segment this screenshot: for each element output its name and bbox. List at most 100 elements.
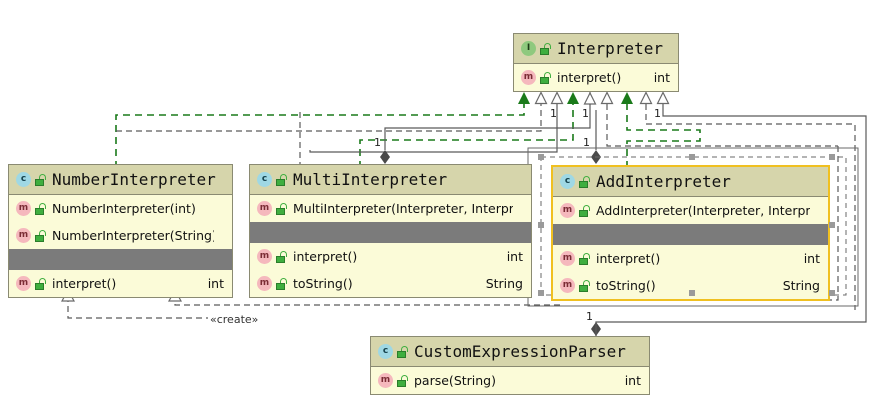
class-name-add-interpreter: AddInterpreter <box>596 172 731 191</box>
member-row[interactable]: m interpret() int <box>553 245 828 272</box>
create-stereotype-label: «create» <box>208 313 261 326</box>
member-row[interactable]: m AddInterpreter(Interpreter, Interprete… <box>553 197 828 224</box>
member-section-custom-expression-parser-methods: m parse(String) int <box>371 367 649 394</box>
method-icon: m <box>257 249 272 264</box>
class-header-custom-expression-parser: c CustomExpressionParser <box>371 337 649 367</box>
member-type: int <box>506 249 523 264</box>
member-section-number-interpreter-ctors: m NumberInterpreter(int) m NumberInterpr… <box>9 195 232 249</box>
member-name: toString() <box>293 276 353 291</box>
public-unlock-icon <box>579 204 590 217</box>
member-section-number-interpreter-methods: m interpret() int <box>9 270 232 297</box>
method-icon: m <box>16 228 31 243</box>
member-type: int <box>207 276 224 291</box>
multiplicity-label-add-top: 1 <box>583 136 590 149</box>
public-unlock-icon <box>579 175 590 188</box>
member-name: interpret() <box>293 249 358 264</box>
class-box-number-interpreter[interactable]: c NumberInterpreter m NumberInterpreter(… <box>8 164 233 298</box>
class-name-multi-interpreter: MultiInterpreter <box>293 170 448 189</box>
class-box-multi-interpreter[interactable]: c MultiInterpreter m MultiInterpreter(In… <box>249 164 532 298</box>
class-icon: c <box>257 172 272 187</box>
public-unlock-icon <box>276 250 287 263</box>
class-name-number-interpreter: NumberInterpreter <box>52 170 216 189</box>
multiplicity-label-1: 1 <box>550 107 557 120</box>
class-icon: c <box>16 172 31 187</box>
method-icon: m <box>560 251 575 266</box>
selection-handle-nw[interactable] <box>538 154 544 160</box>
member-row[interactable]: m toString() String <box>250 270 531 297</box>
member-name: NumberInterpreter(int) <box>52 201 196 216</box>
selection-handle-sw[interactable] <box>538 290 544 296</box>
public-unlock-icon <box>35 229 46 242</box>
section-divider-band <box>250 222 531 243</box>
public-unlock-icon <box>579 279 590 292</box>
class-name-custom-expression-parser: CustomExpressionParser <box>414 342 626 361</box>
edge-dependency-interpreter-a[interactable] <box>116 91 548 132</box>
section-divider-band <box>553 224 828 245</box>
selection-handle-n[interactable] <box>689 154 695 160</box>
method-icon: m <box>16 201 31 216</box>
public-unlock-icon <box>276 173 287 186</box>
multiplicity-label-2: 1 <box>582 107 589 120</box>
section-divider-band <box>9 249 232 270</box>
class-header-multi-interpreter: c MultiInterpreter <box>250 165 531 195</box>
member-row[interactable]: m parse(String) int <box>371 367 649 394</box>
member-row[interactable]: m interpret() int <box>514 64 678 91</box>
member-row[interactable]: m toString() String <box>553 272 828 299</box>
member-section-add-interpreter-methods: m interpret() int m toString() String <box>553 245 828 299</box>
edge-dependency-interpreter-c[interactable] <box>600 91 839 147</box>
class-icon: c <box>560 174 575 189</box>
method-icon: m <box>560 203 575 218</box>
selection-handle-e[interactable] <box>829 222 835 228</box>
member-name: interpret() <box>596 251 661 266</box>
edge-composition-multi-interpreter[interactable] <box>380 91 597 164</box>
public-unlock-icon <box>276 277 287 290</box>
member-row[interactable]: m NumberInterpreter(int) <box>9 195 232 222</box>
selection-handle-s[interactable] <box>689 290 695 296</box>
member-section-multi-interpreter-ctors: m MultiInterpreter(Interpreter, Interpre… <box>250 195 531 222</box>
edge-realize-number-interpreter[interactable] <box>115 92 530 168</box>
member-row[interactable]: m interpret() int <box>9 270 232 297</box>
member-name: AddInterpreter(Interpreter, Interpreter) <box>596 203 810 218</box>
member-type: int <box>803 251 820 266</box>
edge-dependency-interpreter-d[interactable] <box>639 91 856 311</box>
method-icon: m <box>378 373 393 388</box>
member-name: NumberInterpreter(String) <box>52 228 214 243</box>
member-type: int <box>624 373 641 388</box>
method-icon: m <box>560 278 575 293</box>
multiplicity-label-parser-top: 1 <box>586 310 593 323</box>
member-name: interpret() <box>52 276 117 291</box>
member-row[interactable]: m interpret() int <box>250 243 531 270</box>
method-icon: m <box>16 276 31 291</box>
member-name: MultiInterpreter(Interpreter, Interprete… <box>293 201 513 216</box>
edge-composition-add-interpreter[interactable] <box>591 110 601 164</box>
multiplicity-label-3: 1 <box>654 107 661 120</box>
public-unlock-icon <box>276 202 287 215</box>
edge-realize-add-interpreter[interactable] <box>621 92 701 168</box>
method-icon: m <box>257 276 272 291</box>
selection-handle-w[interactable] <box>538 222 544 228</box>
class-box-custom-expression-parser[interactable]: c CustomExpressionParser m parse(String)… <box>370 336 650 395</box>
selection-handle-se[interactable] <box>829 290 835 296</box>
member-type: String <box>485 276 523 291</box>
class-box-add-interpreter[interactable]: c AddInterpreter m AddInterpreter(Interp… <box>551 165 830 301</box>
interface-icon: I <box>521 41 536 56</box>
member-section-interpreter-methods: m interpret() int <box>514 64 678 91</box>
selection-handle-ne[interactable] <box>829 154 835 160</box>
public-unlock-icon <box>35 277 46 290</box>
member-section-add-interpreter-ctors: m AddInterpreter(Interpreter, Interprete… <box>553 197 828 224</box>
public-unlock-icon <box>397 345 408 358</box>
member-row[interactable]: m MultiInterpreter(Interpreter, Interpre… <box>250 195 531 222</box>
member-row[interactable]: m NumberInterpreter(String) <box>9 222 232 249</box>
class-icon: c <box>378 344 393 359</box>
member-section-multi-interpreter-methods: m interpret() int m toString() String <box>250 243 531 297</box>
member-type: String <box>782 278 820 293</box>
class-header-number-interpreter: c NumberInterpreter <box>9 165 232 195</box>
public-unlock-icon <box>35 173 46 186</box>
member-name: interpret() <box>557 70 622 85</box>
edge-realize-multi-interpreter[interactable] <box>359 92 579 168</box>
member-name: toString() <box>596 278 656 293</box>
public-unlock-icon <box>579 252 590 265</box>
class-box-interpreter[interactable]: I Interpreter m interpret() int <box>513 33 679 92</box>
member-type: int <box>653 70 670 85</box>
